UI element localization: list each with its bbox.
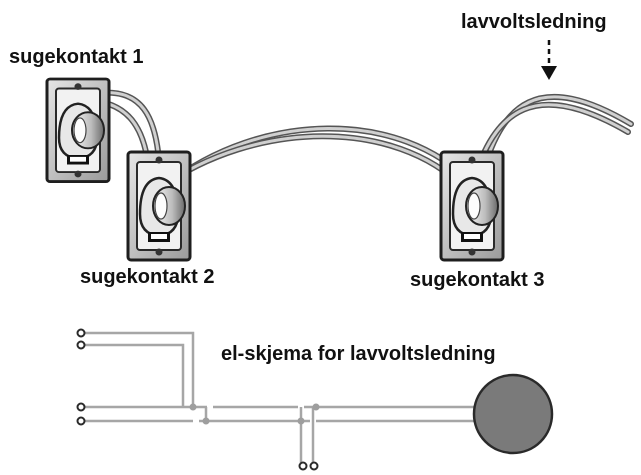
schematic-junctions <box>189 403 320 425</box>
schematic-title: el-skjema for lavvoltsledning <box>221 343 496 365</box>
vacuum-motor-symbol <box>472 373 554 455</box>
label-inlet-1: sugekontakt 1 <box>9 46 144 68</box>
vacuum-inlet-1 <box>45 77 111 184</box>
cable-inlet2-to-inlet3 <box>157 125 475 191</box>
label-inlet-3: sugekontakt 3 <box>410 269 545 291</box>
vacuum-inlet-3 <box>439 150 505 262</box>
label-inlet-2: sugekontakt 2 <box>80 266 215 288</box>
label-low-voltage-wire: lavvoltsledning <box>461 11 607 33</box>
vacuum-inlet-2 <box>126 150 192 262</box>
schematic-terminals <box>76 328 319 471</box>
wire-pointer-arrow <box>541 40 557 80</box>
